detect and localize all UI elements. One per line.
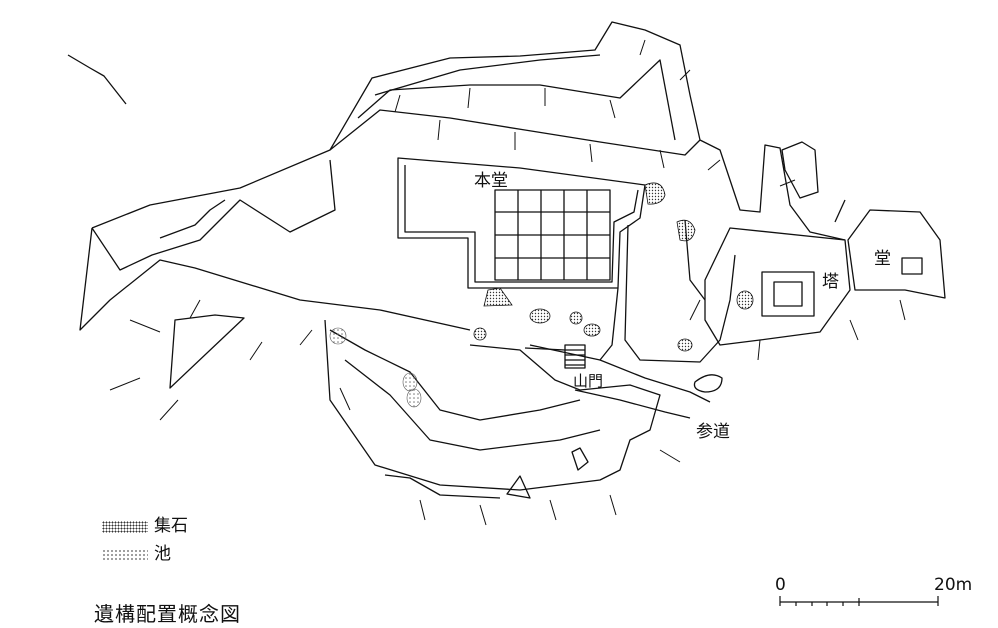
small-triangle: [506, 475, 531, 499]
legend-stone: 集石: [102, 518, 188, 535]
left-inner-wall: [159, 199, 226, 239]
label-sanmon: 山門: [573, 372, 604, 390]
stone-cluster-8: [736, 290, 754, 310]
stone-cluster-2: [676, 219, 696, 242]
pond-swatch-icon: [102, 548, 148, 561]
pond-3: [406, 388, 422, 408]
scale-start-label: 0: [775, 575, 786, 595]
gate-wall: [524, 347, 566, 351]
small-rock: [571, 447, 589, 471]
terrace-step-line: [329, 109, 701, 156]
hondo-platform: [397, 157, 646, 289]
approach-path-2: [574, 389, 691, 419]
stone-cluster-5: [569, 311, 583, 325]
label-do: 堂: [874, 249, 891, 269]
lower-edge: [384, 474, 501, 499]
stone-cluster-9: [677, 338, 693, 352]
hachure-2: [109, 299, 351, 421]
stone-cluster-1: [644, 182, 666, 205]
right-wall-stub: [834, 199, 846, 223]
stone-cluster-3: [483, 287, 513, 307]
lower-terrace-step: [329, 329, 581, 421]
legend-pond: 池: [102, 546, 171, 563]
label-sando: 参道: [696, 422, 730, 442]
hachure-3: [419, 299, 906, 526]
tower-base-outer: [761, 271, 815, 317]
lower-terrace-outline: [324, 319, 661, 491]
legend-pond-label: 池: [154, 544, 171, 564]
pond-1: [329, 327, 347, 345]
tower-base-inner: [773, 281, 803, 307]
hondo-platform-inner: [404, 165, 639, 283]
lower-terrace-step-2: [344, 359, 601, 451]
hachure-4: [639, 39, 796, 187]
pond-2: [402, 372, 418, 392]
triangle-plot: [169, 314, 245, 389]
left-terrace-outline: [91, 159, 336, 271]
label-hondo: 本堂: [474, 171, 508, 191]
terrace-inner-line: [374, 54, 601, 96]
small-block: [781, 141, 819, 199]
central-path-2: [624, 224, 736, 363]
upper-terrace-outline: [91, 21, 846, 241]
map-title: 遺構配置概念図: [94, 602, 241, 626]
right-hall-square: [901, 257, 923, 275]
label-to: 塔: [822, 272, 839, 292]
left-lower-outline: [79, 227, 471, 331]
stone-swatch-icon: [102, 520, 148, 533]
legend-stone-label: 集石: [154, 516, 188, 536]
pond-outline-right: [693, 374, 723, 393]
right-terrace-outline: [704, 227, 851, 346]
approach-path: [599, 359, 711, 403]
hachure-1: [394, 87, 665, 169]
right-hall-platform: [847, 209, 946, 299]
stone-cluster-6: [583, 323, 601, 337]
scale-end-label: 20m: [934, 575, 973, 595]
stray-ridge-line: [67, 54, 127, 105]
stone-cluster-4: [529, 308, 551, 324]
stone-cluster-7: [473, 327, 487, 341]
scale-bar: [779, 596, 939, 606]
